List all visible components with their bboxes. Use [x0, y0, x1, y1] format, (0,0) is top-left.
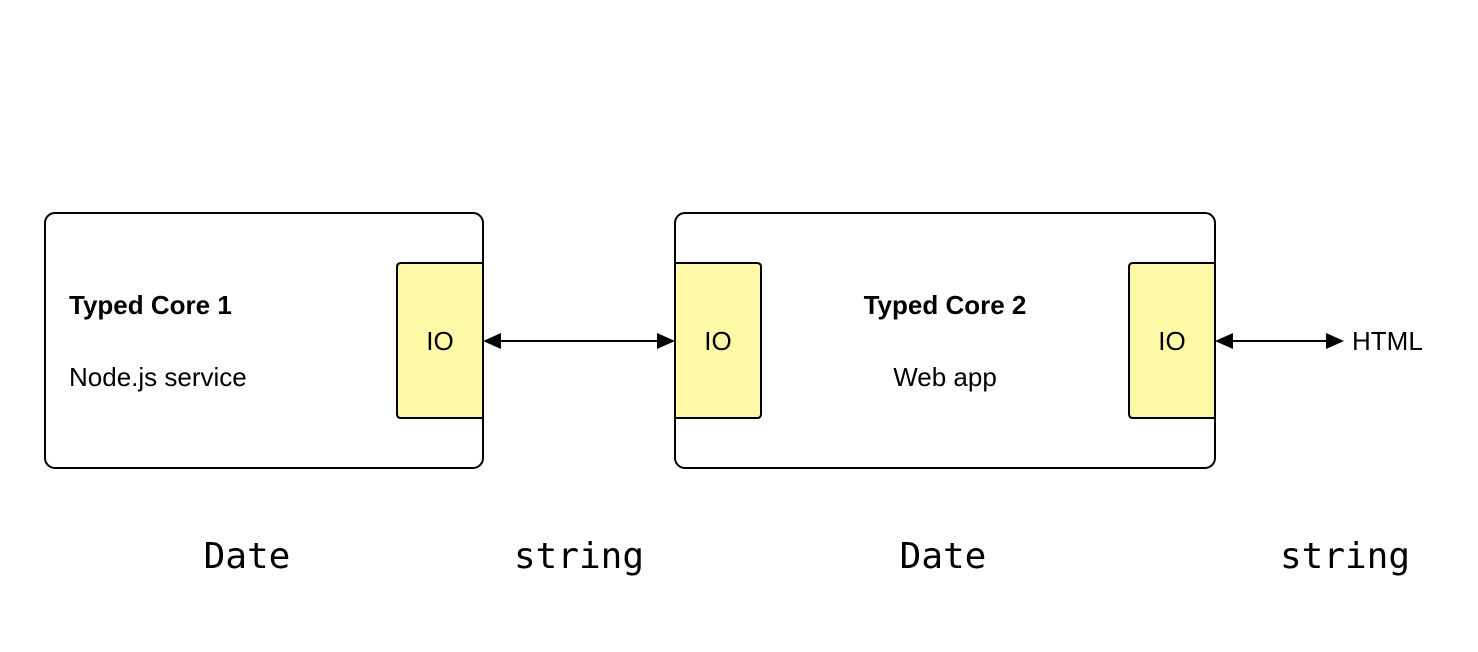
- typed-core-2-io-left-shape: [674, 262, 762, 419]
- typed-core-1-box: Typed Core 1 Node.js service IO: [44, 212, 484, 469]
- html-link-arrowhead-left: [1215, 333, 1233, 349]
- html-endpoint-label: HTML: [1352, 326, 1423, 356]
- typed-core-2-box: IO Typed Core 2 Web app IO: [674, 212, 1216, 469]
- type-label-core-2: Date: [900, 536, 987, 577]
- type-label-external: string: [1280, 536, 1410, 577]
- core-link-arrowhead-right: [657, 333, 675, 349]
- typed-core-2-subtitle: Web app: [893, 362, 997, 392]
- core-link-arrowhead-left: [483, 333, 501, 349]
- typed-core-2-title: Typed Core 2: [864, 290, 1027, 320]
- html-link-arrow: [1215, 333, 1344, 349]
- typed-core-2-io-right-shape: [1128, 262, 1216, 419]
- typed-core-1-io-label: IO: [426, 326, 453, 356]
- typed-core-2-io-right: IO: [1128, 262, 1216, 419]
- typed-core-2-io-left-label: IO: [704, 326, 731, 356]
- typed-core-1-io-shape: [396, 262, 484, 419]
- typed-core-1-subtitle: Node.js service: [69, 362, 247, 392]
- typed-core-1-io: IO: [396, 262, 484, 419]
- type-label-link: string: [514, 536, 644, 577]
- type-label-core-1: Date: [204, 536, 291, 577]
- core-link-arrow: [483, 333, 675, 349]
- html-link-arrowhead-right: [1326, 333, 1344, 349]
- typed-core-2-io-left: IO: [674, 262, 762, 419]
- typed-core-2-io-right-label: IO: [1158, 326, 1185, 356]
- typed-core-1-title: Typed Core 1: [69, 290, 232, 320]
